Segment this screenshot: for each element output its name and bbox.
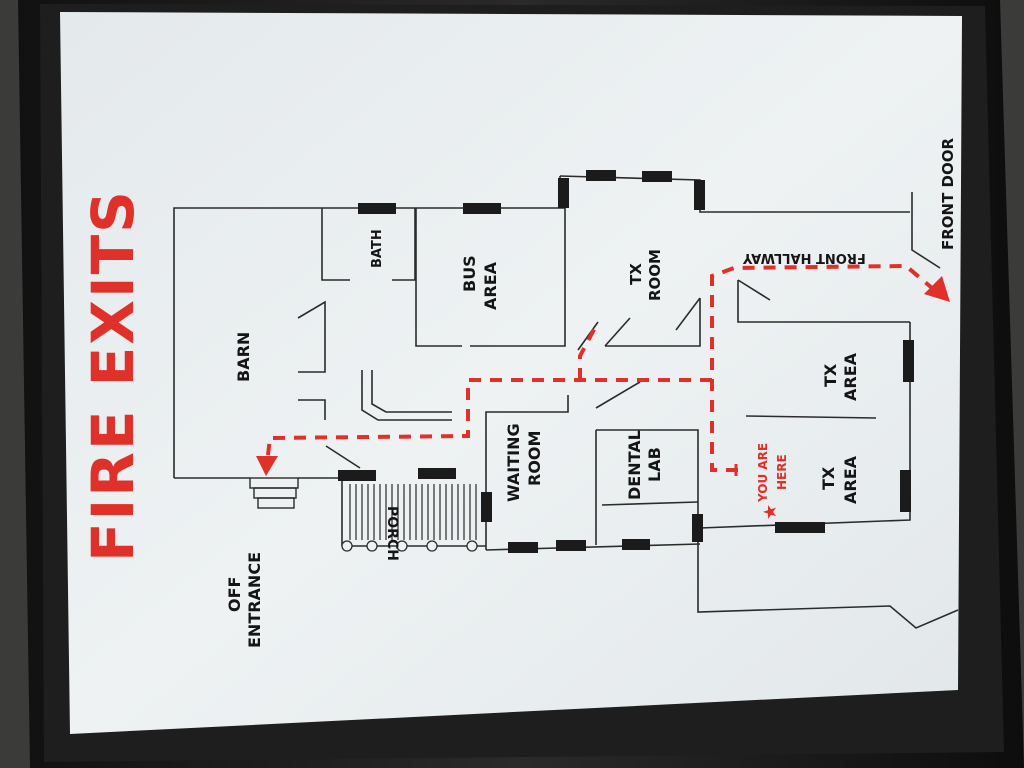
tx-room-label: TX bbox=[627, 263, 645, 285]
window bbox=[358, 203, 396, 214]
bus-area-label: AREA bbox=[481, 261, 500, 310]
porch bbox=[341, 478, 486, 552]
window bbox=[642, 171, 672, 182]
off-entrance-label: ENTRANCE bbox=[245, 552, 264, 648]
window bbox=[508, 542, 538, 553]
window bbox=[903, 340, 914, 382]
tx-area-divider bbox=[745, 415, 877, 419]
barn-partition bbox=[325, 445, 361, 469]
window bbox=[622, 539, 650, 550]
bath-wall bbox=[321, 208, 350, 281]
porch-label: PORCH bbox=[384, 506, 400, 561]
barn-wall bbox=[173, 207, 360, 478]
front-door-arrow-icon bbox=[924, 276, 950, 302]
annex-wall bbox=[697, 544, 959, 629]
window bbox=[694, 180, 705, 210]
window bbox=[556, 540, 586, 551]
window bbox=[586, 170, 616, 181]
barn-partition bbox=[298, 399, 326, 420]
waiting-room-wall bbox=[485, 395, 569, 420]
dental-lab-wall bbox=[601, 501, 699, 506]
hallway-wall bbox=[737, 279, 771, 301]
bus-area-label: BUS bbox=[460, 255, 479, 292]
dental-lab-label: LAB bbox=[645, 447, 664, 482]
paper-sheet bbox=[60, 12, 962, 734]
window bbox=[900, 470, 911, 512]
tx-room-wall bbox=[577, 321, 599, 351]
dental-lab-label: DENTAL bbox=[625, 430, 644, 500]
hallway-wall bbox=[737, 280, 910, 323]
route-spur bbox=[578, 321, 600, 380]
window bbox=[463, 203, 501, 214]
route-to-front-door bbox=[710, 263, 934, 472]
labels: FRONT DOOR FRONT HALLWAY TX ROOM BUS ARE… bbox=[225, 137, 957, 648]
tx-area-label: TX bbox=[819, 466, 838, 490]
bath-label: BATH bbox=[370, 229, 385, 268]
you-are-here-label: HERE bbox=[775, 454, 789, 490]
stair-wall bbox=[371, 370, 452, 413]
tx-room-wall bbox=[604, 317, 631, 347]
barn-label: BARN bbox=[234, 332, 253, 382]
dental-lab-wall bbox=[596, 429, 699, 544]
vestibule-wall bbox=[911, 192, 941, 269]
tx-area-label: TX bbox=[821, 363, 840, 387]
tx-area-wall bbox=[699, 322, 911, 529]
front-door-label: FRONT DOOR bbox=[939, 137, 957, 250]
waiting-room-label: WAITING bbox=[504, 423, 523, 502]
window bbox=[558, 178, 569, 208]
bus-area-wall bbox=[415, 208, 462, 347]
tx-area-label: AREA bbox=[841, 352, 860, 401]
bus-area-wall bbox=[470, 208, 566, 347]
waiting-room-label: ROOM bbox=[525, 431, 544, 486]
stair-wall bbox=[361, 370, 452, 421]
star-icon: ★ bbox=[760, 504, 781, 520]
tx-area-label: AREA bbox=[841, 455, 860, 504]
tx-room-wall bbox=[605, 298, 701, 347]
tx-room-wall bbox=[675, 297, 701, 331]
windows bbox=[338, 170, 914, 553]
off-entrance-arrow-icon bbox=[256, 456, 278, 476]
dental-lab-wall bbox=[595, 381, 641, 409]
front-hallway-label: FRONT HALLWAY bbox=[742, 250, 865, 265]
you-are-here-label: YOU ARE bbox=[756, 443, 770, 503]
off-entrance-label: OFF bbox=[225, 577, 244, 612]
bath-wall bbox=[392, 208, 416, 281]
exit-routes bbox=[256, 263, 950, 476]
barn-partition bbox=[297, 300, 326, 373]
tx-room-label: ROOM bbox=[646, 249, 664, 301]
window bbox=[418, 468, 456, 479]
window bbox=[338, 470, 376, 481]
route-to-off-entrance bbox=[266, 378, 712, 456]
window bbox=[481, 492, 492, 522]
window bbox=[775, 522, 825, 533]
window bbox=[692, 514, 703, 542]
fire-exits-title: FIRE EXITS bbox=[79, 189, 147, 562]
entrance-step bbox=[257, 497, 295, 509]
